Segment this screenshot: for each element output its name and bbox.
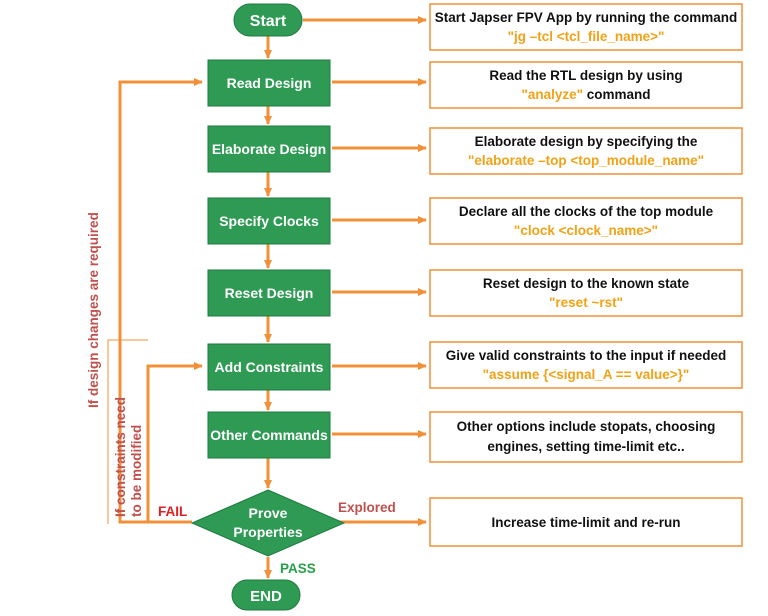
note-read-command: "analyze" bbox=[521, 87, 583, 102]
note-start-command: "jg –tcl <tcl_file_name>" bbox=[508, 29, 665, 44]
start-node: Start bbox=[233, 3, 303, 37]
note-elaborate-line1: Elaborate design by specifying the bbox=[475, 134, 698, 149]
constraints-label-frame bbox=[107, 339, 148, 524]
note-read-line1: Read the RTL design by using bbox=[489, 68, 682, 83]
end-node-label: END bbox=[250, 588, 282, 605]
note-start-line1: Start Japser FPV App by running the comm… bbox=[435, 10, 738, 25]
note-read-command-suffix: command bbox=[583, 87, 651, 102]
note-constraints: Give valid constraints to the input if n… bbox=[429, 341, 743, 389]
note-elaborate: Elaborate design by specifying the "elab… bbox=[429, 127, 743, 175]
note-constraints-line1: Give valid constraints to the input if n… bbox=[446, 348, 727, 363]
other-commands-node: Other Commands bbox=[207, 411, 331, 459]
fail-label: FAIL bbox=[158, 504, 187, 519]
note-clocks-line1: Declare all the clocks of the top module bbox=[459, 204, 714, 219]
add-constraints-label: Add Constraints bbox=[215, 359, 324, 375]
end-node: END bbox=[231, 579, 301, 611]
prove-properties-decision: Prove Properties bbox=[190, 489, 346, 557]
note-clocks-command: "clock <clock_name>" bbox=[514, 223, 658, 238]
constraints-loop-label-line2: to be modified bbox=[129, 425, 144, 517]
specify-clocks-label: Specify Clocks bbox=[219, 213, 319, 229]
note-clocks: Declare all the clocks of the top module… bbox=[429, 197, 743, 245]
note-prove-line1: Increase time-limit and re-run bbox=[491, 515, 680, 530]
loop-constraints-modified bbox=[146, 362, 203, 522]
read-design-label: Read Design bbox=[227, 75, 312, 91]
elaborate-design-node: Elaborate Design bbox=[207, 125, 331, 173]
flow-connectors bbox=[118, 16, 427, 579]
note-read-line2: "analyze" command bbox=[521, 87, 650, 102]
note-other: Other options include stopats, choosing … bbox=[429, 411, 743, 463]
prove-label-line1: Prove bbox=[249, 505, 288, 521]
explored-label: Explored bbox=[338, 500, 396, 515]
note-reset-command: "reset ~rst" bbox=[549, 295, 623, 310]
note-constraints-command: "assume {<signal_A == value>}" bbox=[483, 367, 690, 382]
prove-label-line2: Properties bbox=[233, 524, 302, 540]
read-design-node: Read Design bbox=[207, 59, 331, 107]
other-commands-label: Other Commands bbox=[210, 427, 328, 443]
elaborate-design-label: Elaborate Design bbox=[212, 141, 326, 157]
note-start: Start Japser FPV App by running the comm… bbox=[429, 3, 743, 51]
note-other-line2: engines, setting time-limit etc.. bbox=[487, 439, 684, 454]
design-changes-loop-label: If design changes are required bbox=[86, 212, 101, 408]
reset-design-label: Reset Design bbox=[225, 285, 314, 301]
add-constraints-node: Add Constraints bbox=[207, 343, 331, 391]
note-read: Read the RTL design by using "analyze" c… bbox=[429, 61, 743, 109]
constraints-loop-label-line1: If constraints need bbox=[113, 397, 128, 517]
pass-label: PASS bbox=[280, 561, 316, 576]
reset-design-node: Reset Design bbox=[207, 269, 331, 317]
note-reset-line1: Reset design to the known state bbox=[483, 276, 690, 291]
specify-clocks-node: Specify Clocks bbox=[207, 197, 331, 245]
note-prove: Increase time-limit and re-run bbox=[429, 497, 743, 547]
note-other-line1: Other options include stopats, choosing bbox=[457, 419, 716, 434]
loop-design-changes bbox=[118, 78, 203, 524]
note-reset: Reset design to the known state "reset ~… bbox=[429, 269, 743, 317]
start-node-label: Start bbox=[250, 13, 287, 30]
note-elaborate-command: "elaborate –top <top_module_name" bbox=[468, 153, 704, 168]
